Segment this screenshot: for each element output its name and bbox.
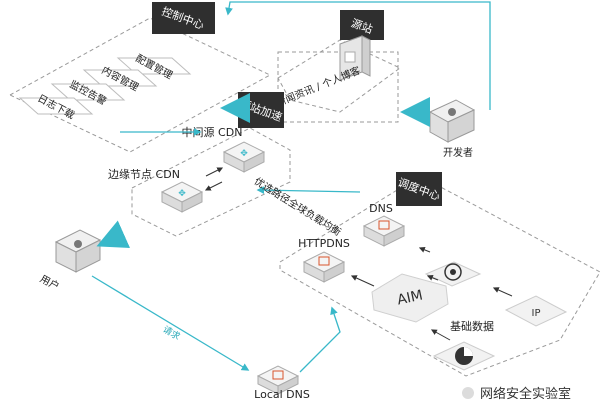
ip-to-target-arrow (492, 287, 513, 297)
svg-text:✥: ✥ (178, 189, 186, 199)
target-icon (424, 261, 482, 287)
basic-data-icon (432, 341, 496, 371)
route-note: 优选路径全球负载均衡 (252, 174, 344, 238)
dns-label: DNS (369, 202, 393, 215)
aim-to-dns-arrow (418, 246, 431, 253)
aim-label: AIM (396, 287, 425, 308)
request-label: 请求 (161, 323, 183, 342)
dns-node-icon (362, 215, 406, 247)
user-to-localdns-flow (91, 275, 250, 371)
httpdns-label: HTTPDNS (298, 237, 350, 250)
data-to-aim-arrow (430, 329, 451, 341)
developer-icon (428, 99, 476, 143)
content-manage-tile[interactable]: 内容管理 (82, 63, 158, 94)
user-label: 用户 (38, 272, 62, 293)
aim-hexagon: AIM (371, 273, 449, 323)
local-dns-label: Local DNS (254, 388, 310, 400)
ip-icon: IP (504, 295, 568, 327)
developer-to-control-flow (225, 1, 491, 110)
scheduler-to-accel-flow (256, 186, 361, 195)
accel-to-user-flow (96, 220, 131, 248)
localdns-to-scheduler-flow (299, 306, 341, 373)
origin-panel: 源站 新闻资讯 / 个人博客 (274, 10, 401, 123)
svg-text:✥: ✥ (240, 149, 248, 159)
user-icon (54, 229, 102, 273)
watermark: 网络安全实验室 (462, 386, 571, 400)
edge-to-mid-arrow (205, 167, 224, 177)
httpdns-node-icon (302, 251, 346, 283)
ip-label: IP (532, 308, 541, 319)
user-node: 用户 (38, 229, 102, 293)
basic-data-label: 基础数据 (450, 319, 494, 333)
watermark-text: 网络安全实验室 (480, 386, 571, 400)
origin-page-text: 新闻资讯 / 个人博客 (274, 64, 362, 110)
mid-to-edge-arrow (204, 181, 223, 191)
edge-cdn-node-icon: ✥ (160, 181, 204, 213)
edge-cdn-label: 边缘节点 CDN (108, 168, 180, 181)
developer-node: 开发者 (428, 99, 476, 159)
control-center-panel: 控制中心 配置管理 内容管理 监控告警 日志下载 (8, 2, 272, 153)
local-dns-node (256, 365, 300, 395)
target-to-aim-arrow (426, 274, 439, 281)
origin-header: 源站 (340, 10, 384, 40)
mid-cdn-node-icon: ✥ (222, 141, 266, 173)
origin-accel-header: 源站加速 (238, 92, 284, 128)
scheduler-header: 调度中心 (396, 172, 442, 206)
control-center-header: 控制中心 (152, 2, 215, 34)
flow-lines (91, 1, 491, 373)
scheduler-panel: 调度中心 DNS HTTPDNS AIM IP (279, 172, 600, 377)
developer-label: 开发者 (443, 146, 473, 159)
aim-to-httpdns-arrow (350, 275, 375, 287)
origin-server-icon (339, 35, 371, 81)
